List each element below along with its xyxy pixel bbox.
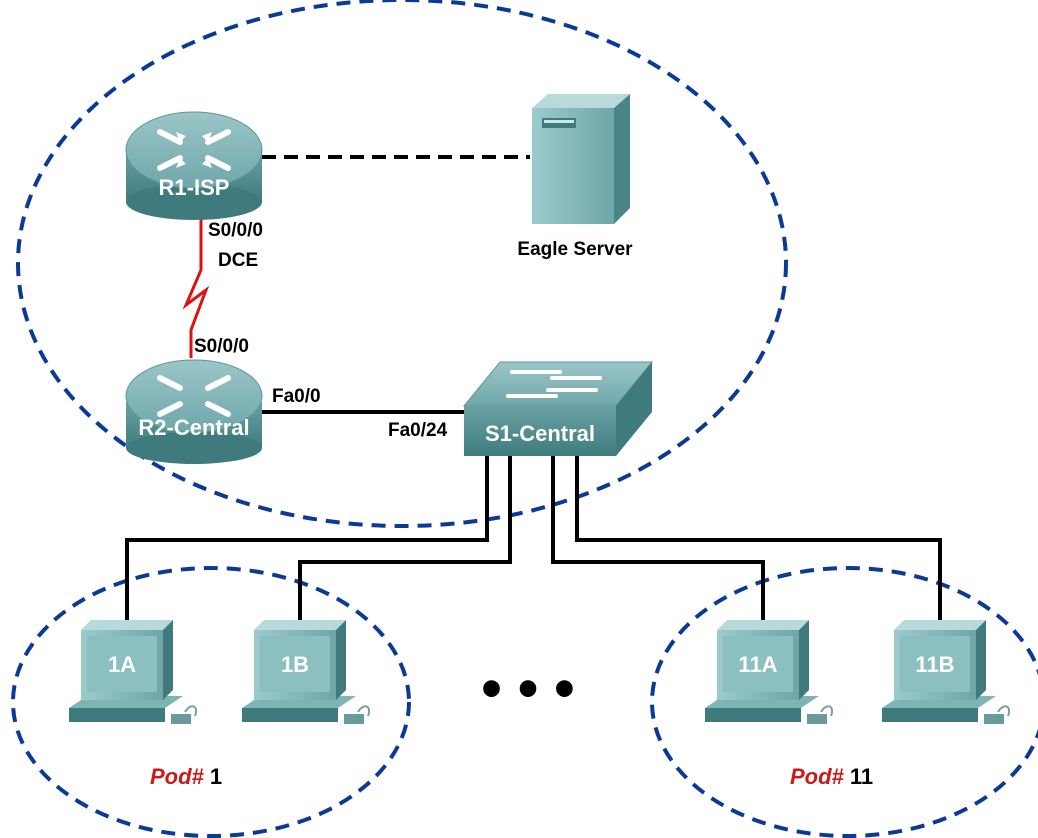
r1-serial-label: S0/0/0 xyxy=(208,220,263,241)
server-label: Eagle Server xyxy=(517,239,633,260)
pod-11-label: Pod# 11 xyxy=(790,764,873,789)
pod-11-number: 11 xyxy=(844,764,873,789)
switch-icon xyxy=(462,361,654,456)
router-r2[interactable]: R2-Central xyxy=(125,359,263,464)
router-icon xyxy=(125,359,263,464)
pc-icon xyxy=(705,620,833,724)
pod-11-boundary xyxy=(650,566,1038,838)
r2-fa-label: Fa0/0 xyxy=(272,386,321,407)
cable-pc1a xyxy=(125,455,489,630)
router-icon xyxy=(125,111,263,220)
s1-label: S1-Central xyxy=(485,421,595,446)
core-network-boundary xyxy=(16,0,788,528)
pc-icon xyxy=(69,620,197,724)
router-r1[interactable]: R1-ISP xyxy=(125,111,263,220)
pod-1-number: 1 xyxy=(204,764,222,789)
r1-dce-label: DCE xyxy=(218,250,258,271)
pc-1a-label: 1A xyxy=(108,652,136,677)
switch-s1[interactable]: S1-Central xyxy=(462,361,654,456)
eagle-server[interactable]: Eagle Server xyxy=(517,94,633,260)
pc-11a[interactable]: 11A xyxy=(705,620,833,724)
server-icon xyxy=(532,94,630,224)
r2-label: R2-Central xyxy=(138,415,249,440)
pc-1b[interactable]: 1B xyxy=(242,620,370,724)
pc-icon xyxy=(242,620,370,724)
pod-11-word: Pod# xyxy=(790,764,845,789)
cable-pc1b xyxy=(298,455,512,630)
pod-1-word: Pod# xyxy=(150,764,205,789)
pod-1-label: Pod# 1 xyxy=(150,764,222,789)
pc-1b-label: 1B xyxy=(281,652,309,677)
pc-1a[interactable]: 1A xyxy=(69,620,197,724)
pc-11b[interactable]: 11B xyxy=(882,620,1010,724)
r1-label: R1-ISP xyxy=(159,175,230,200)
pc-11b-label: 11B xyxy=(915,652,954,677)
pc-icon xyxy=(882,620,1010,724)
ellipsis-dots: • • • xyxy=(481,656,574,721)
r2-serial-label: S0/0/0 xyxy=(194,336,249,357)
pc-11a-label: 11A xyxy=(738,652,777,677)
pod-1-boundary xyxy=(11,566,411,838)
s1-fa-label: Fa0/24 xyxy=(388,420,448,441)
cable-pc11b xyxy=(575,455,942,630)
serial-link xyxy=(182,205,210,358)
cable-pc11a xyxy=(551,455,765,630)
